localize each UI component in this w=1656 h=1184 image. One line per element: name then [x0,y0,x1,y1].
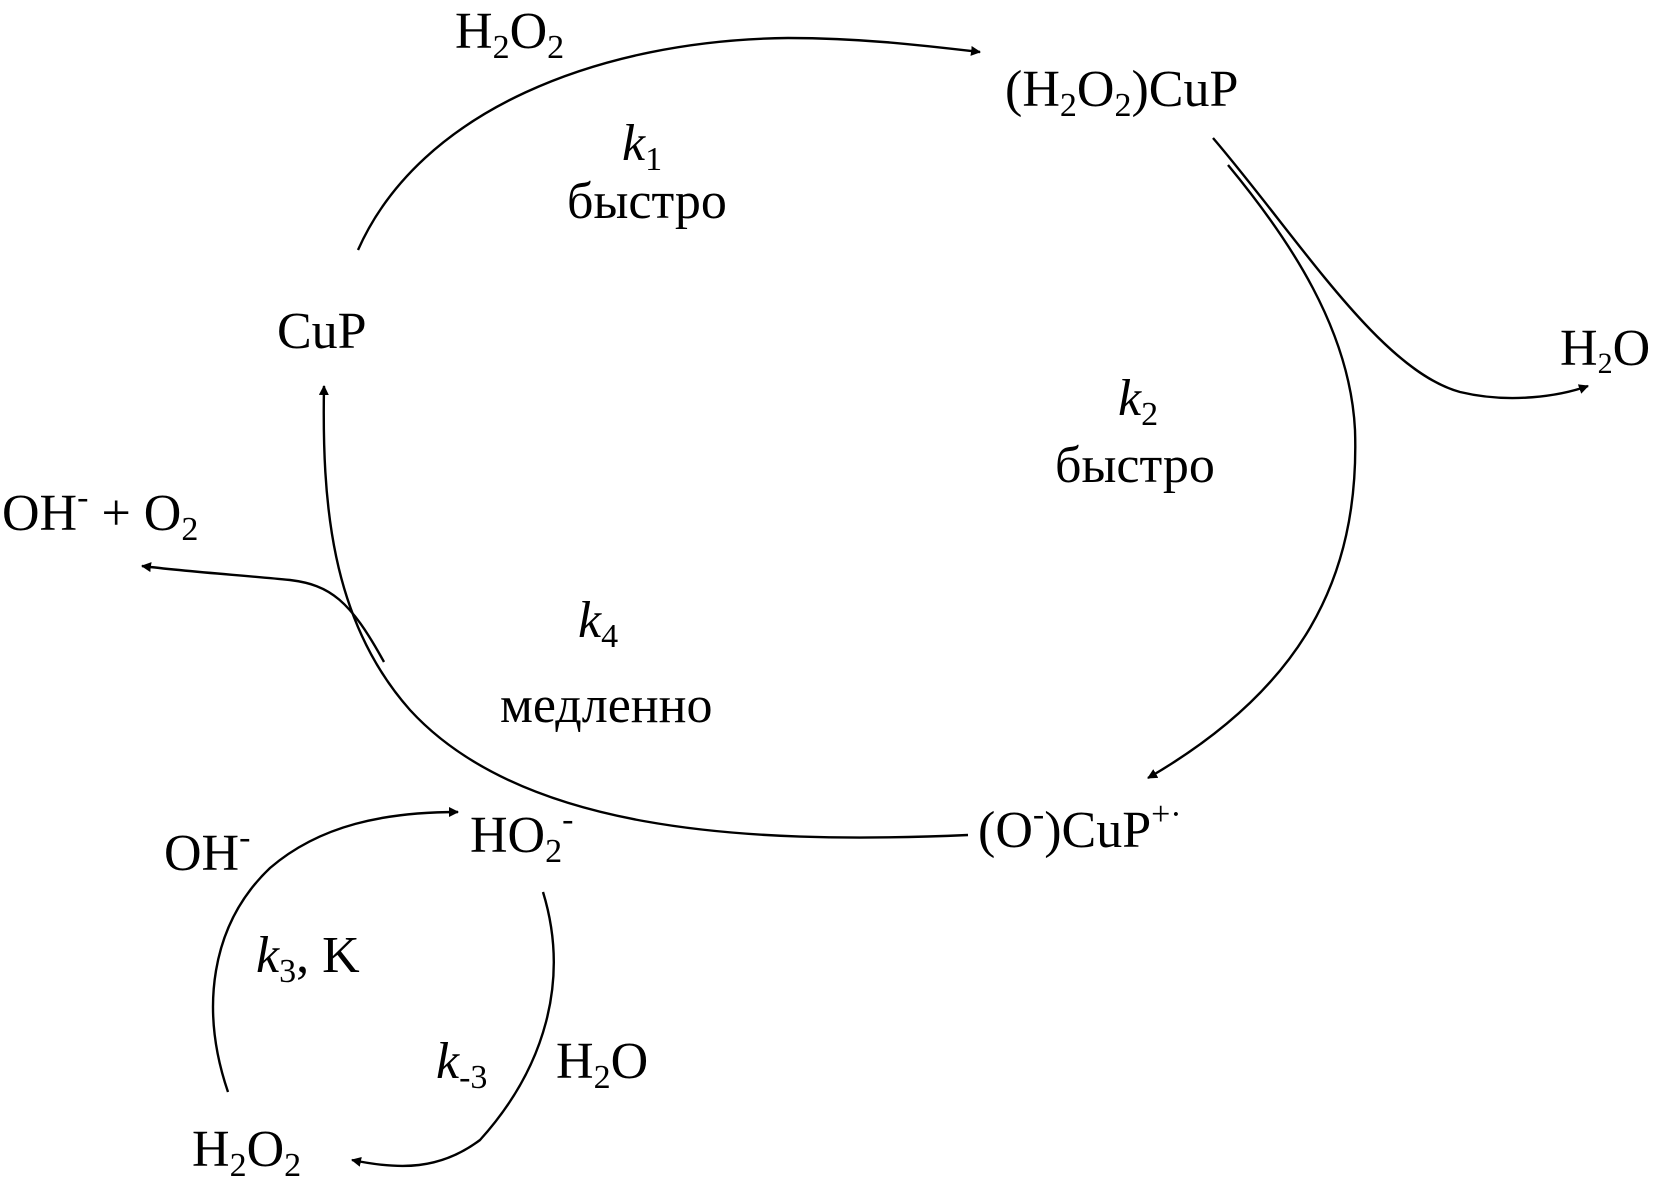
rate-k2: k2 [1118,370,1159,433]
arrow-k1 [356,36,981,251]
arrow-k4 [318,385,969,839]
arrow-k2 [1147,164,1357,780]
species-cup: CuP [277,303,367,360]
arrow-h2o-release [1212,137,1589,400]
species-oxo-cup-cation: (O-)CuP+· [978,796,1182,859]
arrow-oh-o2-release [141,562,386,663]
rate-k4-speed: медленно [500,677,713,734]
reagent-h2o2-top: H2O2 [455,3,565,66]
rate-k1-speed: быстро [567,173,727,230]
species-ho2-minus: HO2- [470,801,574,870]
reagent-oh-o2: OH- + O2 [2,479,199,548]
species-h2o2-cup-complex: (H2O2)CuP [1005,61,1239,124]
reagent-h2o-right: H2O [1560,320,1651,380]
reagent-oh-minus: OH- [164,819,251,882]
rate-k-minus-3: k-3 [436,1033,488,1096]
rate-k4: k4 [578,592,619,655]
rate-k1: k1 [622,115,663,178]
rate-k2-speed: быстро [1055,437,1215,494]
arrow-k3 [211,807,459,1093]
rate-k3: k3, K [256,927,360,990]
reagent-h2o-bottom: H2O [556,1033,649,1096]
arrow-k-3 [351,891,555,1168]
species-h2o2-bottom: H2O2 [192,1121,302,1184]
